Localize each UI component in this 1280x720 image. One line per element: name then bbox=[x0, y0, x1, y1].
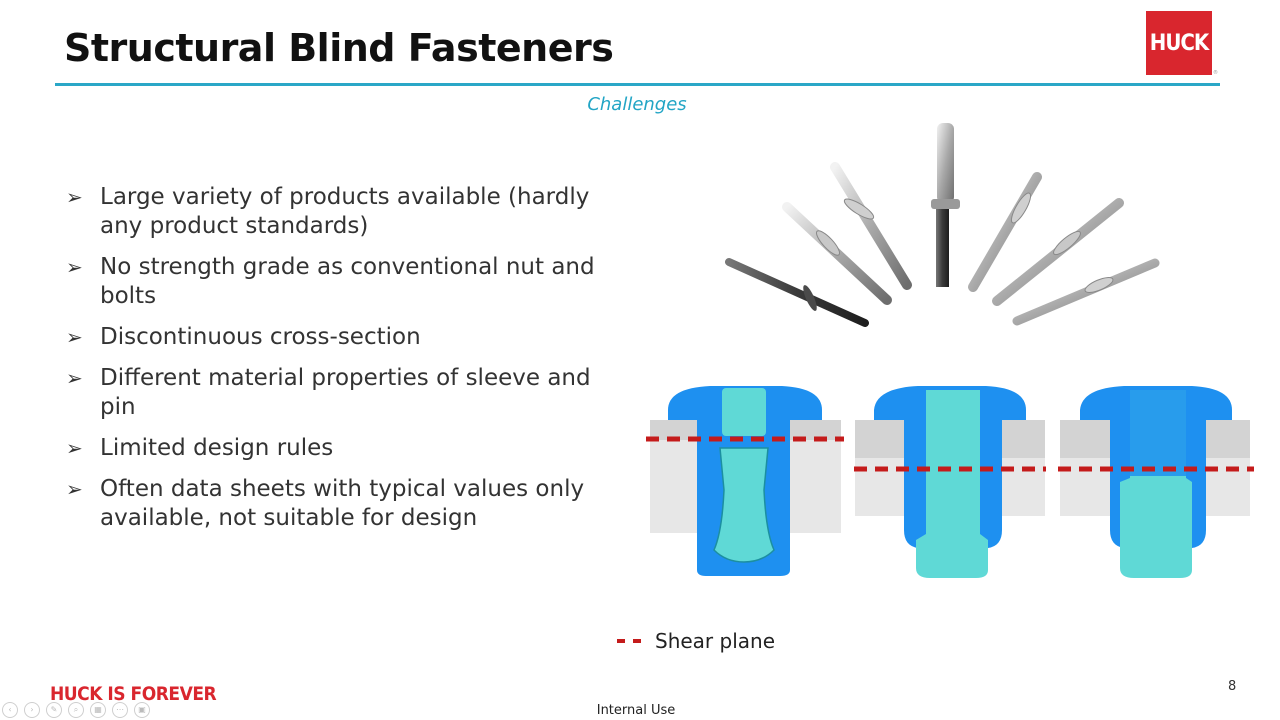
logo-text: HUCK bbox=[1149, 30, 1209, 56]
fastener bbox=[968, 172, 1042, 292]
title-divider bbox=[55, 83, 1220, 86]
cross-section-3 bbox=[1058, 386, 1254, 578]
bullet-text: Discontinuous cross-section bbox=[100, 324, 421, 350]
camera-icon[interactable]: ▣ bbox=[134, 702, 150, 718]
slide-subtitle: Challenges bbox=[587, 94, 687, 115]
cross-section-2 bbox=[854, 386, 1046, 578]
arrow-bullet-icon: ➢ bbox=[66, 325, 83, 349]
logo-registered-mark: ® bbox=[1213, 70, 1218, 76]
bullet-item: ➢ Discontinuous cross-section bbox=[64, 323, 624, 352]
dashed-line-icon bbox=[617, 639, 641, 643]
bullet-text: No strength grade as conventional nut an… bbox=[100, 254, 595, 309]
cross-section-diagrams bbox=[646, 386, 1254, 578]
arrow-bullet-icon: ➢ bbox=[66, 185, 83, 209]
bullet-text: Large variety of products available (har… bbox=[100, 184, 590, 239]
cross-section-1 bbox=[646, 386, 844, 576]
next-icon[interactable]: › bbox=[24, 702, 40, 718]
fastener bbox=[725, 258, 869, 327]
huck-logo: HUCK bbox=[1146, 11, 1212, 75]
footer-classification: Internal Use bbox=[596, 703, 676, 718]
tagline-logo: HUCK IS FOREVER bbox=[50, 683, 217, 705]
bullet-list: ➢ Large variety of products available (h… bbox=[64, 183, 624, 545]
page-number: 8 bbox=[1228, 679, 1237, 694]
arrow-bullet-icon: ➢ bbox=[66, 436, 83, 460]
bullet-item: ➢ Often data sheets with typical values … bbox=[64, 475, 624, 533]
bullet-item: ➢ Different material properties of sleev… bbox=[64, 364, 624, 422]
fasteners-photo bbox=[725, 123, 1160, 327]
bullet-text: Limited design rules bbox=[100, 435, 334, 461]
player-controls: ‹ › ✎ ⌕ ▦ ⋯ ▣ bbox=[2, 702, 150, 718]
pen-icon[interactable]: ✎ bbox=[46, 702, 62, 718]
fastener bbox=[992, 198, 1124, 306]
fastener bbox=[830, 162, 912, 290]
bullet-text: Often data sheets with typical values on… bbox=[100, 476, 585, 531]
bullet-item: ➢ No strength grade as conventional nut … bbox=[64, 253, 624, 311]
fastener bbox=[1012, 258, 1160, 326]
arrow-bullet-icon: ➢ bbox=[66, 255, 83, 279]
legend-label: Shear plane bbox=[655, 629, 775, 653]
fastener bbox=[931, 123, 960, 287]
zoom-icon[interactable]: ⌕ bbox=[68, 702, 84, 718]
slide-title: Structural Blind Fasteners bbox=[64, 26, 614, 70]
prev-icon[interactable]: ‹ bbox=[2, 702, 18, 718]
arrow-bullet-icon: ➢ bbox=[66, 366, 83, 390]
bullet-text: Different material properties of sleeve … bbox=[100, 365, 591, 420]
more-icon[interactable]: ⋯ bbox=[112, 702, 128, 718]
fastener bbox=[782, 202, 892, 305]
arrow-bullet-icon: ➢ bbox=[66, 477, 83, 501]
shear-plane-legend: Shear plane bbox=[617, 629, 775, 653]
grid-icon[interactable]: ▦ bbox=[90, 702, 106, 718]
bullet-item: ➢ Large variety of products available (h… bbox=[64, 183, 624, 241]
bullet-item: ➢ Limited design rules bbox=[64, 434, 624, 463]
